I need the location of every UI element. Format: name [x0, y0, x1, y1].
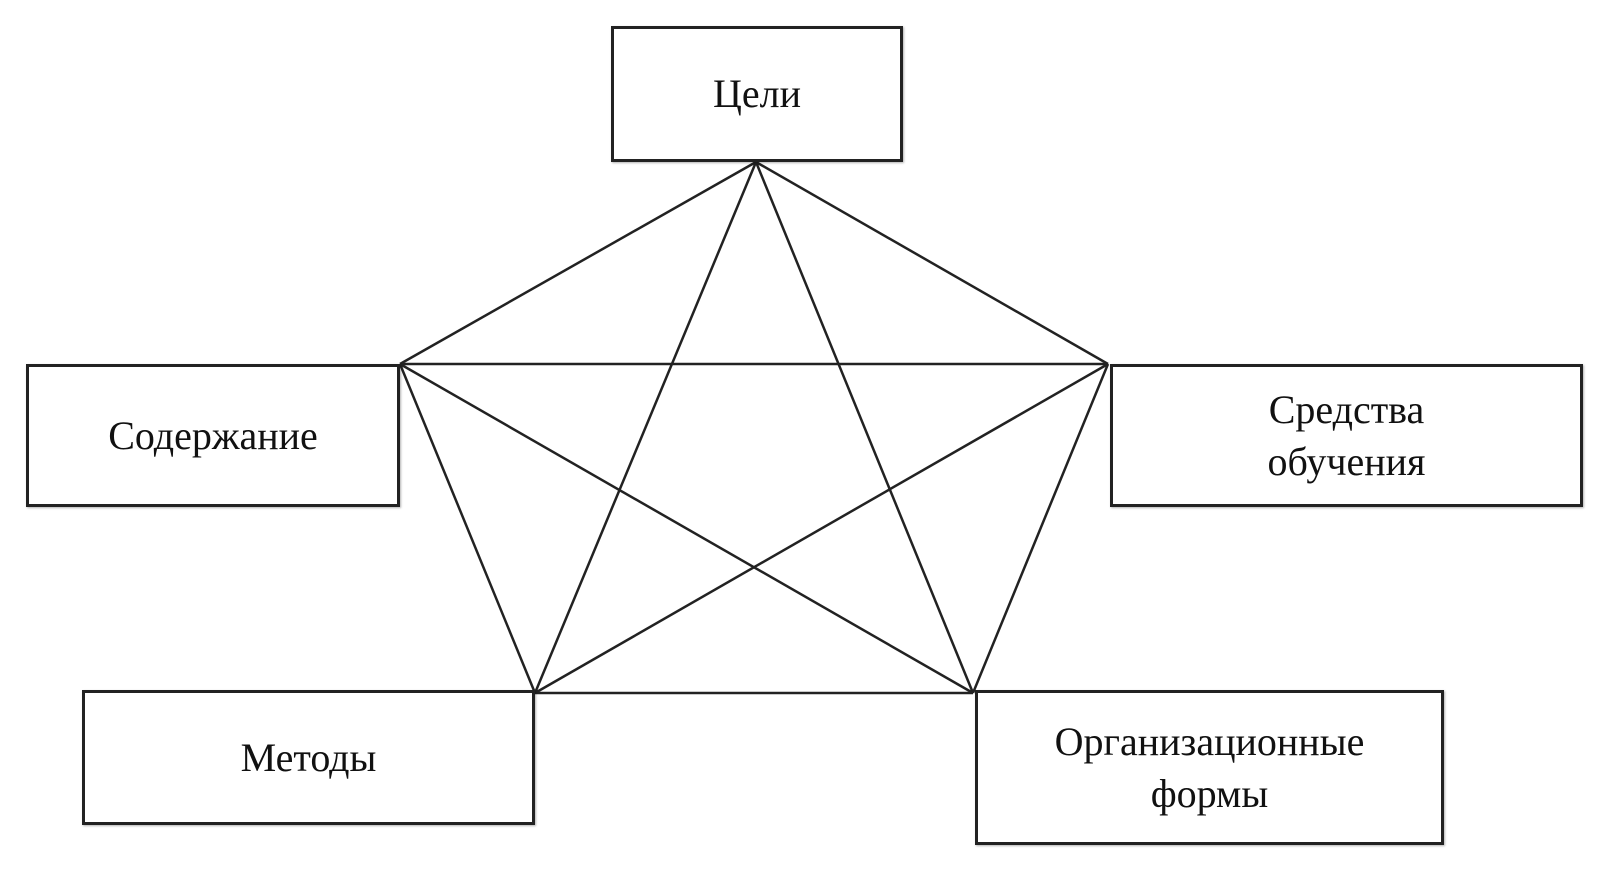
node-goals: Цели [611, 26, 903, 162]
edge-content-methods [398, 363, 537, 694]
node-methods: Методы [82, 690, 535, 825]
node-forms: Организационные формы [975, 690, 1444, 845]
edge-means-forms [971, 363, 1110, 694]
edge-content-forms [399, 362, 974, 695]
node-methods-label: Методы [240, 734, 377, 780]
edge-goals-methods [533, 161, 758, 694]
node-goals-label: Цели [712, 71, 801, 116]
node-content-label: Содержание [108, 412, 318, 458]
edge-means-methods [534, 362, 1109, 695]
node-means-label: Средства обучения [1267, 386, 1426, 484]
node-forms-label: Организационные формы [1054, 718, 1365, 816]
edge-goals-content [399, 160, 757, 366]
node-means: Средства обучения [1110, 364, 1583, 507]
node-content: Содержание [26, 364, 400, 507]
edge-goals-forms [754, 161, 975, 694]
edge-goals-means [755, 160, 1109, 366]
